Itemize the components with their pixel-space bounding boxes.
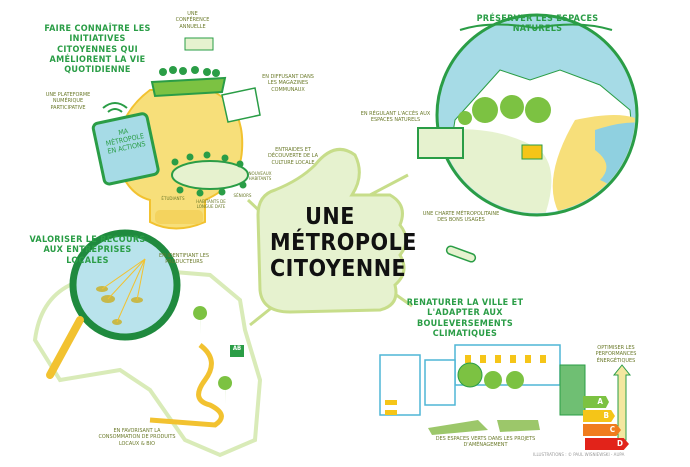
label-consumption: EN FAVORISANT LA CONSOMMATION DE PRODUIT… — [98, 428, 176, 447]
label-access: EN RÉGULANT L'ACCÈS AUX ESPACES NATURELS — [360, 111, 431, 124]
magnifier-map-illustration — [32, 229, 263, 458]
label-seniors: SÉNIORS — [233, 194, 252, 199]
tablet-illustration — [91, 112, 160, 186]
connector-line — [369, 173, 409, 197]
energy-grade-d: D — [585, 438, 629, 450]
city-illustration — [379, 344, 632, 441]
section-title-city: RENATURER LA VILLE ET L'ADAPTER AUX BOUL… — [406, 298, 524, 340]
hands-icon — [459, 23, 613, 31]
organic-label-icon: AB — [232, 345, 242, 352]
energy-grade-b: B — [583, 410, 615, 422]
label-conference: UNE CONFÉRENCE ANNUELLE — [175, 11, 210, 30]
label-platform: UNE PLATEFORME NUMÉRIQUE PARTICIPATIVE — [45, 92, 91, 111]
nature-circle-illustration — [417, 13, 639, 263]
central-title: UNE MÉTROPOLE CITOYENNE — [270, 204, 417, 282]
label-culture: ENTRAIDES ET DÉCOUVERTE DE LA CULTURE LO… — [268, 147, 318, 166]
paint-roller-icon — [445, 245, 477, 263]
label-long-residents: HABITANTS DE LONGUE DATE — [196, 200, 226, 211]
illustration-credit: ILLUSTRATIONS : © PAUL WISNIEWSKI - AUPA — [533, 453, 625, 458]
thumb-up-shape — [256, 147, 408, 314]
central-title-line: MÉTROPOLE — [270, 229, 417, 256]
central-title-line: UNE — [305, 204, 355, 230]
label-green-spaces: DES ESPACES VERTS DANS LES PROJETS D'AMÉ… — [435, 436, 536, 449]
section-title-initiatives: FAIRE CONNAÎTRE LES INITIATIVES CITOYENN… — [44, 24, 151, 76]
central-title-line: CITOYENNE — [270, 255, 407, 282]
label-producers: EN IDENTIFIANT LES PRODUCTEURS — [159, 253, 209, 266]
energy-grade-a: A — [583, 396, 609, 408]
label-magazines: EN DIFFUSANT DANS LES MAGAZINES COMMUNAU… — [262, 74, 314, 93]
wifi-icon — [102, 102, 128, 109]
label-charter: UNE CHARTE MÉTROPOLITAINE DES BONS USAGE… — [422, 211, 500, 224]
label-students: ÉTUDIANTS — [161, 197, 185, 202]
label-new-residents: NOUVEAUX HABITANTS — [248, 172, 272, 183]
label-energy: OPTIMISER LES PERFORMANCES ÉNERGÉTIQUES — [595, 345, 637, 364]
energy-grade-c: C — [583, 424, 621, 436]
section-title-nature: PRÉSERVER LES ESPACES NATURELS — [476, 14, 599, 35]
section-title-local: VALORISER LE RECOURS AUX ENTREPRISES LOC… — [29, 235, 146, 266]
